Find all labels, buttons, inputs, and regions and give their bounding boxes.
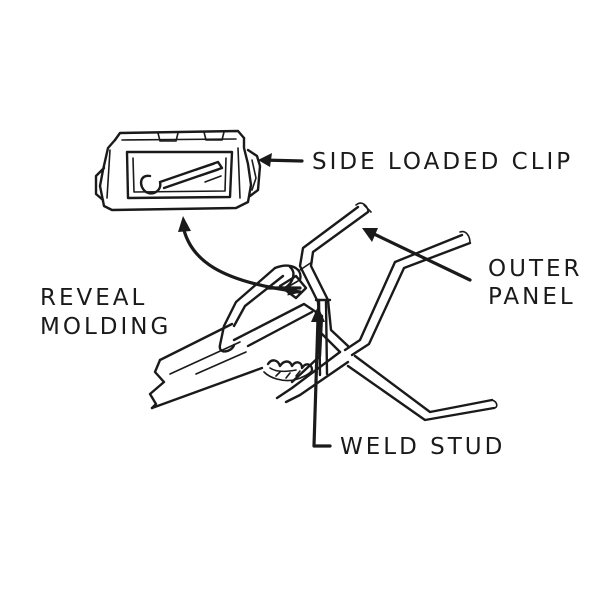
- side-loaded-clip-label: SIDE LOADED CLIP: [312, 149, 573, 175]
- reveal-molding-label-line2: MOLDING: [40, 314, 171, 340]
- side-loaded-clip-illustration: [94, 129, 262, 212]
- weld-stud-label: WELD STUD: [340, 434, 505, 460]
- outer-panel-label-line1: OUTER: [488, 256, 583, 282]
- reveal-molding-label-line1: REVEAL: [40, 285, 147, 311]
- outer-panel-label-line2: PANEL: [488, 284, 576, 310]
- weld-stud-leader: [312, 316, 332, 448]
- outer-panel-leader: [372, 232, 472, 282]
- panel-assembly-illustration: [148, 202, 498, 422]
- clip-to-molding-arrow: [181, 224, 302, 296]
